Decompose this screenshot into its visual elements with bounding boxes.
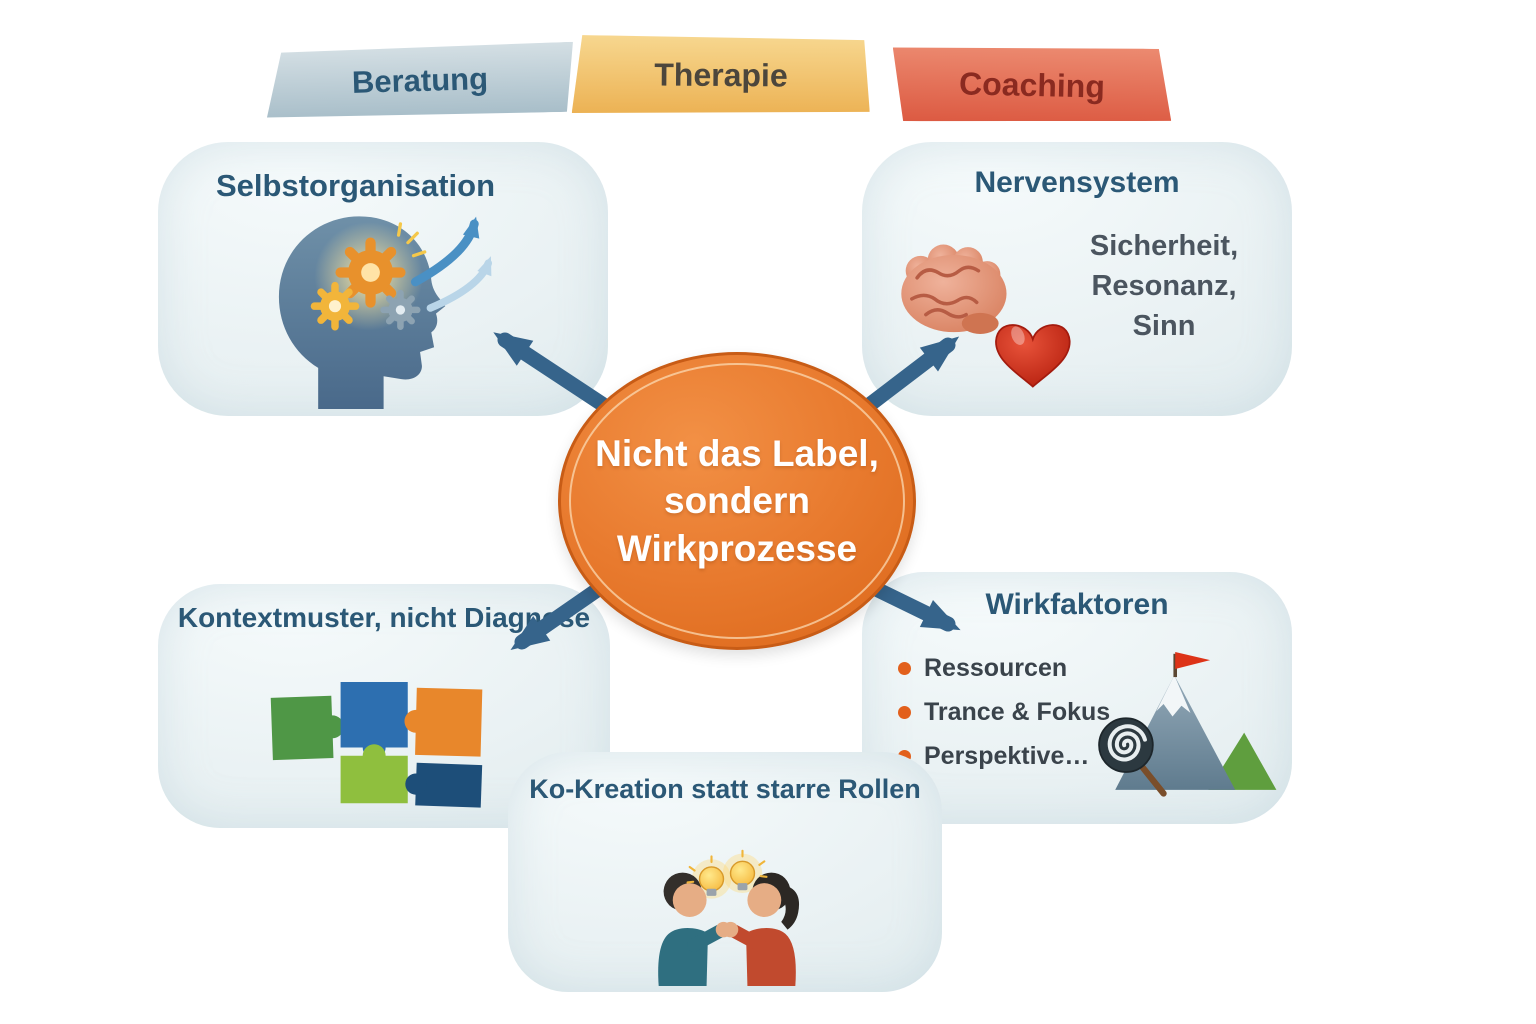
snow-cap-icon xyxy=(1156,675,1191,717)
wirkfaktoren-title: Wirkfaktoren xyxy=(985,588,1169,621)
center-claim: Nicht das Label, sondern Wirkprozesse xyxy=(558,352,916,650)
list-item-label: Ressourcen xyxy=(924,654,1068,682)
box-kokreation: Ko-Kreation statt starre Rollen xyxy=(508,752,942,992)
spiral-icon xyxy=(1098,717,1154,773)
nervensystem-keywords: Sicherheit, Resonanz, Sinn xyxy=(1089,230,1239,343)
puzzle-piece-lime xyxy=(340,744,408,804)
heart-icon xyxy=(995,324,1071,388)
growth-arrow-light-icon xyxy=(426,256,493,312)
lightbulb-icon xyxy=(729,849,768,891)
puzzle-piece-orange xyxy=(404,687,483,757)
kokreation-title: Ko-Kreation statt starre Rollen xyxy=(529,774,921,804)
banner-coaching-label: Coaching xyxy=(958,64,1106,105)
list-item: Perspektive… xyxy=(898,742,1110,771)
brain-heart-illustration xyxy=(901,244,1071,388)
list-item-label: Trance & Fokus xyxy=(924,698,1111,726)
gear-large-icon xyxy=(335,237,406,308)
list-item: Trance & Fokus xyxy=(898,698,1110,727)
list-item: Ressourcen xyxy=(898,654,1110,683)
banner-coaching: Coaching xyxy=(891,43,1173,127)
bullet-icon xyxy=(898,662,911,675)
banner-beratung-label: Beratung xyxy=(351,61,489,100)
selbstorganisation-title: Selbstorganisation xyxy=(216,168,496,203)
banner-beratung: Beratung xyxy=(265,42,575,121)
nervensystem-title: Nervensystem xyxy=(974,166,1180,199)
lightbulb-icon xyxy=(686,855,725,896)
person-right-icon xyxy=(722,872,800,986)
people-cocreation-illustration xyxy=(658,849,800,986)
puzzle-illustration xyxy=(270,682,483,808)
spiral-stick-icon xyxy=(1138,763,1167,797)
banner-therapie: Therapie xyxy=(572,35,871,115)
puzzle-piece-green xyxy=(270,695,344,761)
head-gears-illustration xyxy=(278,216,493,409)
list-item-label: Perspektive… xyxy=(924,742,1090,770)
box-selbstorganisation: Selbstorganisation xyxy=(158,142,608,416)
box-nervensystem: Nervensystem xyxy=(862,142,1292,416)
flag-icon xyxy=(1175,652,1211,670)
brain-icon xyxy=(901,244,1007,334)
puzzle-piece-blue xyxy=(340,682,408,760)
puzzle-piece-navy xyxy=(405,762,483,808)
mountain-spiral-illustration xyxy=(1098,652,1277,797)
banner-therapie-label: Therapie xyxy=(654,56,788,93)
wirkfaktoren-list: Ressourcen Trance & Fokus Perspektive… xyxy=(898,654,1110,786)
gear-medium-icon xyxy=(310,281,360,331)
kontextmuster-title: Kontextmuster, nicht Diagnose xyxy=(177,602,591,633)
person-left-icon xyxy=(658,872,732,986)
sparkle-icon xyxy=(396,222,427,258)
gear-small-icon xyxy=(380,289,421,331)
growth-arrow-icon xyxy=(410,216,480,287)
bullet-icon xyxy=(898,706,911,719)
center-claim-text: Nicht das Label, sondern Wirkprozesse xyxy=(595,432,879,569)
